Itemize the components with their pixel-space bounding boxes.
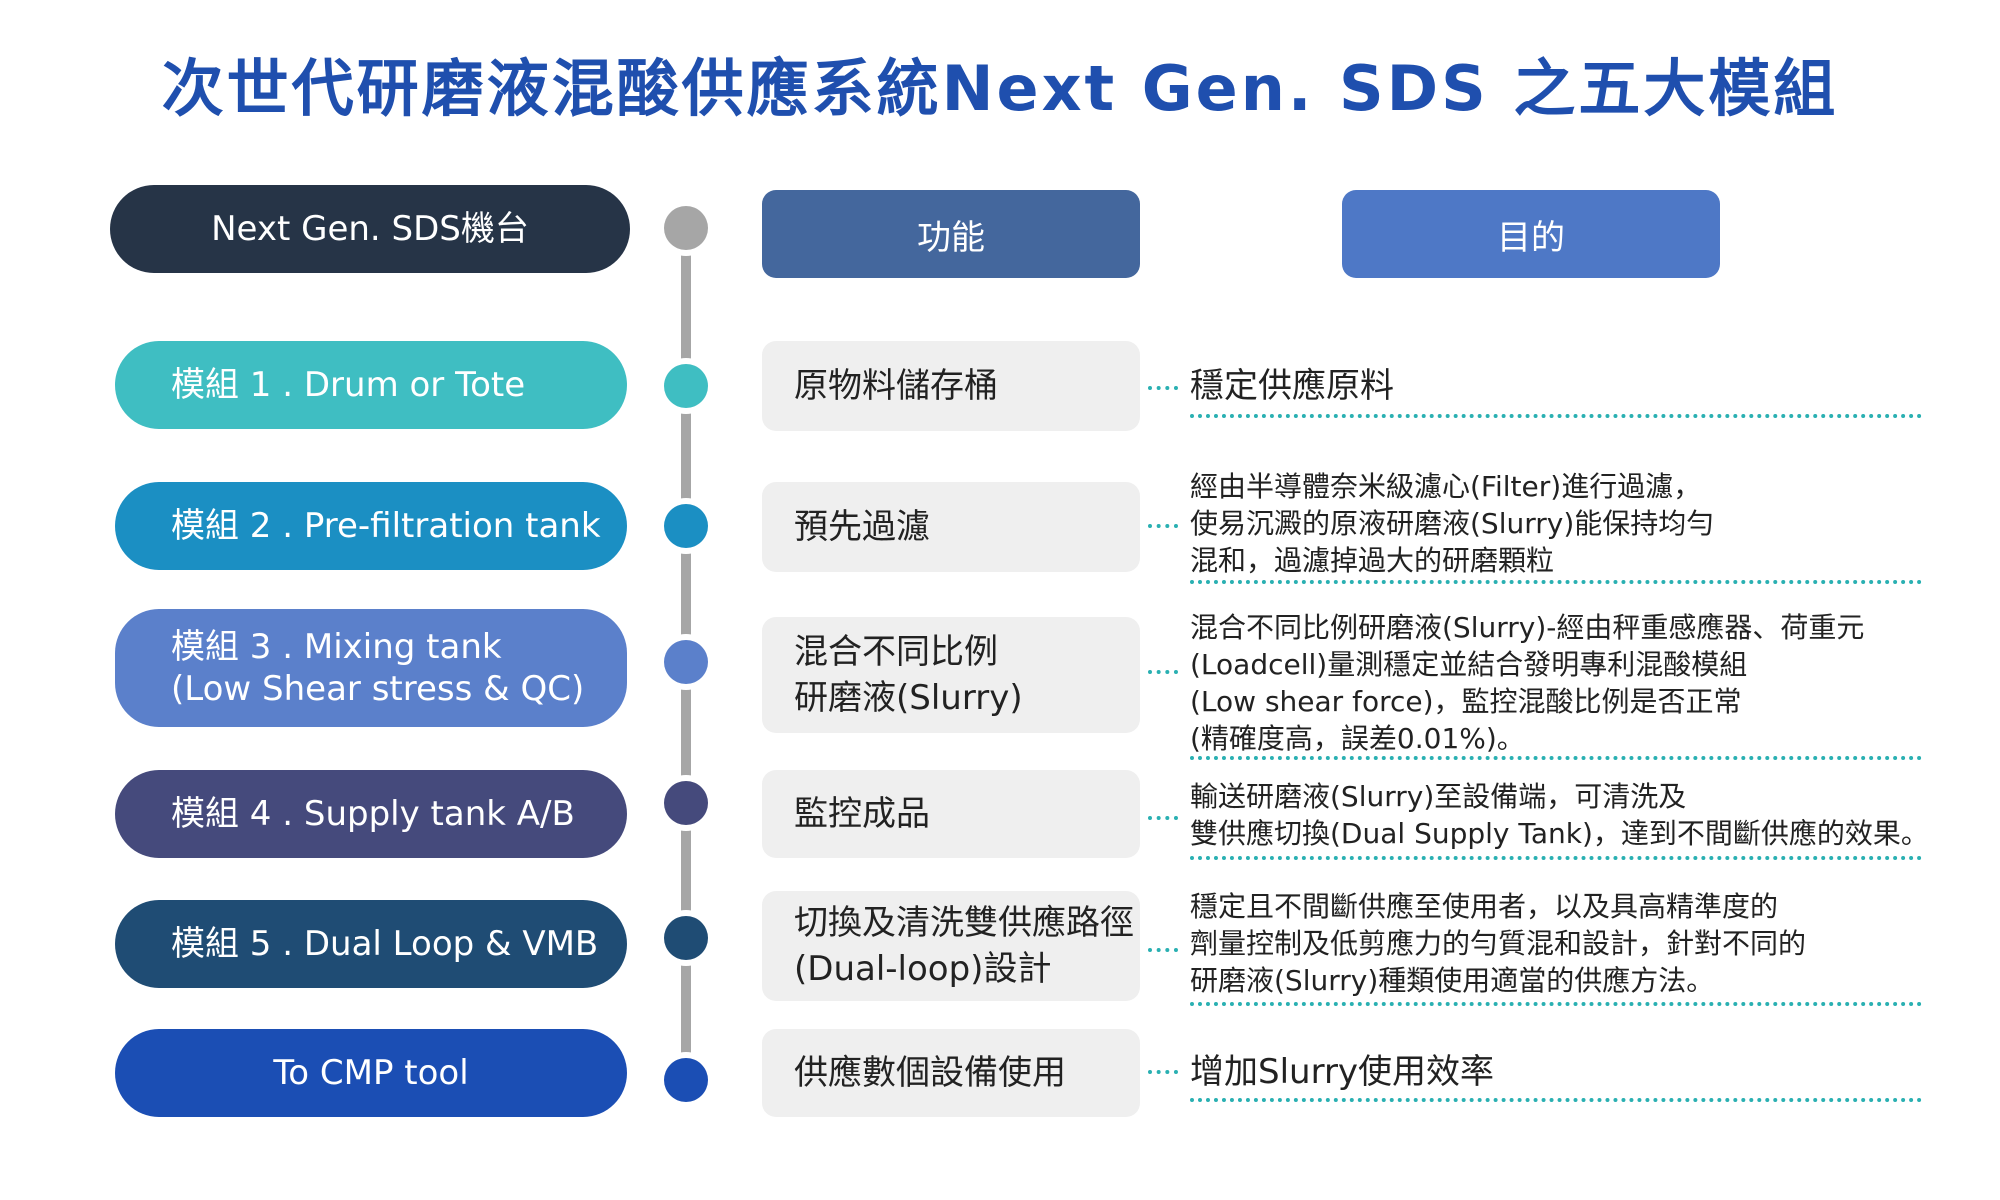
module-label-line2: (Low Shear stress & QC): [171, 669, 585, 709]
machine-header: Next Gen. SDS機台: [110, 185, 630, 273]
timeline-start-dot: [664, 206, 708, 250]
purpose-text-1: 穩定供應原料: [1190, 364, 1394, 408]
module-label: 模組 5 . Dual Loop & VMB: [171, 924, 599, 964]
purpose-line: 劑量控制及低剪應力的勻質混和設計，針對不同的: [1190, 927, 1807, 960]
module-label: 模組 4 . Supply tank A/B: [171, 794, 575, 834]
timeline-dot-5: [664, 916, 708, 960]
module-pill-2: 模組 2 . Pre-filtration tank: [115, 482, 627, 570]
function-header: 功能: [762, 190, 1140, 278]
connector-6: [1148, 1070, 1178, 1074]
module-label: 模組 2 . Pre-filtration tank: [171, 506, 601, 546]
purpose-line: 經由半導體奈米級濾心(Filter)進行過濾，: [1190, 470, 1702, 503]
timeline-dot-4: [664, 781, 708, 825]
purpose-line: 穩定且不間斷供應至使用者，以及具高精準度的: [1190, 890, 1779, 923]
purpose-line: 增加Slurry使用效率: [1190, 1052, 1495, 1092]
function-box-3: 混合不同比例 研磨液(Slurry): [762, 617, 1140, 733]
purpose-underline-1: [1190, 414, 1922, 418]
purpose-line: (精確度高，誤差0.01%)。: [1190, 722, 1525, 755]
purpose-text-4: 輸送研磨液(Slurry)至設備端，可清洗及 雙供應切換(Dual Supply…: [1190, 778, 1929, 852]
purpose-line: 使易沉澱的原液研磨液(Slurry)能保持均勻: [1190, 507, 1715, 540]
timeline-dot-2: [664, 504, 708, 548]
purpose-line: 穩定供應原料: [1190, 366, 1394, 406]
function-box-2: 預先過濾: [762, 482, 1140, 572]
function-text-line1: 混合不同比例: [794, 632, 998, 672]
connector-1: [1148, 386, 1178, 390]
purpose-text-3: 混合不同比例研磨液(Slurry)-經由秤重感應器、荷重元 (Loadcell)…: [1190, 609, 1864, 757]
module-pill-1: 模組 1 . Drum or Tote: [115, 341, 627, 429]
module-label: 模組 1 . Drum or Tote: [171, 365, 526, 405]
purpose-underline-2: [1190, 580, 1922, 584]
connector-4: [1148, 816, 1178, 820]
purpose-underline-5: [1190, 1002, 1922, 1006]
machine-header-label: Next Gen. SDS機台: [211, 209, 529, 249]
module-label: To CMP tool: [273, 1053, 469, 1093]
module-pill-5: 模組 5 . Dual Loop & VMB: [115, 900, 627, 988]
function-text: 監控成品: [794, 794, 930, 834]
purpose-text-2: 經由半導體奈米級濾心(Filter)進行過濾， 使易沉澱的原液研磨液(Slurr…: [1190, 468, 1714, 579]
purpose-underline-4: [1190, 856, 1922, 860]
purpose-line: 研磨液(Slurry)種類使用適當的供應方法。: [1190, 964, 1715, 997]
timeline-dot-3: [664, 640, 708, 684]
function-text-line1: 切換及清洗雙供應路徑: [794, 903, 1134, 943]
purpose-underline-3: [1190, 756, 1922, 760]
module-pill-4: 模組 4 . Supply tank A/B: [115, 770, 627, 858]
function-text: 預先過濾: [794, 507, 930, 547]
function-box-4: 監控成品: [762, 770, 1140, 858]
connector-3: [1148, 670, 1178, 674]
function-box-1: 原物料儲存桶: [762, 341, 1140, 431]
module-pill-3: 模組 3 . Mixing tank (Low Shear stress & Q…: [115, 609, 627, 727]
timeline-dot-6: [664, 1058, 708, 1102]
connector-5: [1148, 948, 1178, 952]
purpose-line: (Low shear force)，監控混酸比例是否正常: [1190, 685, 1742, 718]
purpose-header: 目的: [1342, 190, 1720, 278]
function-text-line2: (Dual-loop)設計: [794, 949, 1052, 989]
module-pill-6: To CMP tool: [115, 1029, 627, 1117]
timeline-dot-1: [664, 364, 708, 408]
module-label-line1: 模組 3 . Mixing tank: [171, 627, 502, 667]
purpose-text-5: 穩定且不間斷供應至使用者，以及具高精準度的 劑量控制及低剪應力的勻質混和設計，針…: [1190, 888, 1806, 999]
purpose-underline-6: [1190, 1098, 1922, 1102]
purpose-line: 混和，過濾掉過大的研磨顆粒: [1190, 544, 1555, 577]
purpose-line: 混合不同比例研磨液(Slurry)-經由秤重感應器、荷重元: [1190, 611, 1865, 644]
function-header-label: 功能: [917, 217, 985, 258]
purpose-line: 輸送研磨液(Slurry)至設備端，可清洗及: [1190, 780, 1687, 813]
purpose-header-label: 目的: [1497, 217, 1565, 258]
connector-2: [1148, 524, 1178, 528]
page-title: 次世代研磨液混酸供應系統Next Gen. SDS 之五大模組: [161, 52, 1839, 125]
purpose-line: 雙供應切換(Dual Supply Tank)，達到不間斷供應的效果。: [1190, 817, 1929, 850]
function-text: 原物料儲存桶: [794, 366, 998, 406]
function-box-5: 切換及清洗雙供應路徑 (Dual-loop)設計: [762, 891, 1140, 1001]
function-text: 供應數個設備使用: [794, 1053, 1066, 1093]
function-box-6: 供應數個設備使用: [762, 1029, 1140, 1117]
purpose-text-6: 增加Slurry使用效率: [1190, 1050, 1494, 1094]
function-text-line2: 研磨液(Slurry): [794, 678, 1023, 718]
purpose-line: (Loadcell)量測穩定並結合發明專利混酸模組: [1190, 648, 1748, 681]
